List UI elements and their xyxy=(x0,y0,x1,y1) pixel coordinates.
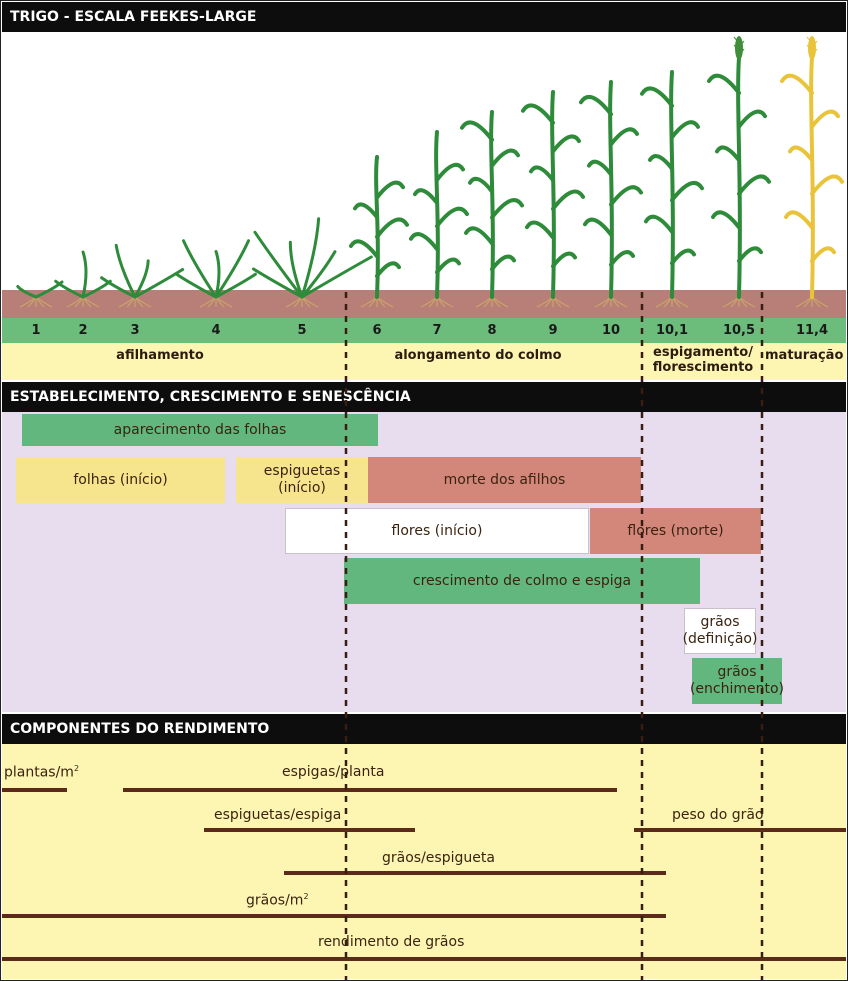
bar-leaf-appearance: aparecimento das folhas xyxy=(22,414,378,446)
wheat-plant-8 xyxy=(460,110,524,308)
label-grains-per-spikelet: grãos/espigueta xyxy=(382,850,495,866)
phase-band xyxy=(2,343,846,380)
bar-grain-definition: grãos (definição) xyxy=(682,608,758,654)
line-grains-per-m2 xyxy=(2,914,666,918)
bar-flowers-death: flores (morte) xyxy=(590,508,761,554)
wheat-plant-5 xyxy=(252,217,373,308)
label-grains-per-m2-text: grãos/m xyxy=(246,892,304,909)
stage-7: 7 xyxy=(432,323,442,338)
bar-flowers-death-label: flores (morte) xyxy=(627,522,724,539)
stage-1: 1 xyxy=(31,323,41,338)
wheat-plant-11 xyxy=(640,70,704,308)
wheat-plant-9 xyxy=(521,90,585,308)
bar-flowers-start: flores (início) xyxy=(285,508,589,554)
phase-heading: espigamento/ xyxy=(653,345,753,360)
wheat-plants xyxy=(16,36,844,308)
stage-3: 3 xyxy=(130,323,140,338)
label-grain-yield: rendimento de grãos xyxy=(318,934,465,950)
wheat-plant-2 xyxy=(54,250,112,308)
label-grain-weight: peso do grão xyxy=(672,807,764,823)
stage-2: 2 xyxy=(78,323,88,338)
line-spikes-per-plant xyxy=(123,788,617,792)
stage-9: 9 xyxy=(548,323,558,338)
label-plants-per-m2-text: plantas/m xyxy=(4,764,74,781)
wheat-plant-3 xyxy=(100,243,185,308)
bar-grain-filling: grãos (enchimento) xyxy=(689,658,785,704)
line-plants-per-m2 xyxy=(2,788,67,792)
bar-tiller-death: morte dos afilhos xyxy=(368,457,641,503)
wheat-plant-7 xyxy=(409,130,469,308)
stage-10-5: 10,5 xyxy=(722,323,756,338)
phase-tillering: afilhamento xyxy=(116,348,204,363)
plant-growth-illustration xyxy=(2,33,846,290)
stage-number-band xyxy=(2,318,846,343)
section-establishment-title: ESTABELECIMENTO, CRESCIMENTO E SENESCÊNC… xyxy=(10,389,411,405)
title-header: TRIGO - ESCALA FEEKES-LARGE xyxy=(2,2,846,32)
label-spikelets-per-spike: espiguetas/espiga xyxy=(214,807,342,823)
bar-leaves-start-label: folhas (início) xyxy=(73,471,168,488)
section-yield-header: COMPONENTES DO RENDIMENTO xyxy=(2,714,846,744)
wheat-plant-13 xyxy=(780,36,844,308)
process-timeline: aparecimento das folhas folhas (início) … xyxy=(2,412,846,712)
yield-components: plantas/m2 espigas/planta espiguetas/esp… xyxy=(2,744,846,979)
stage-10-1: 10,1 xyxy=(655,323,689,338)
label-plants-per-m2: plantas/m2 xyxy=(4,764,79,781)
label-grains-per-m2: grãos/m2 xyxy=(246,892,309,909)
bar-grain-definition-label-2: (definição) xyxy=(682,631,758,647)
stage-divider-lines xyxy=(344,292,764,981)
bar-grain-filling-label-2: (enchimento) xyxy=(689,681,785,697)
bar-stem-spike-growth-label: crescimento de colmo e espiga xyxy=(412,572,632,589)
stage-6: 6 xyxy=(372,323,382,338)
bar-leaf-appearance-label: aparecimento das folhas xyxy=(113,421,287,438)
section-yield-title: COMPONENTES DO RENDIMENTO xyxy=(10,721,270,737)
stage-10: 10 xyxy=(601,323,621,338)
label-spikes-per-plant: espigas/planta xyxy=(282,764,385,780)
stage-11-4: 11,4 xyxy=(795,323,829,338)
bar-spikelets-start-label-2: (início) xyxy=(278,480,326,496)
phase-flowering: florescimento xyxy=(652,360,754,375)
soil-band xyxy=(2,290,846,318)
stage-4: 4 xyxy=(211,323,221,338)
bar-spikelets-start-label-1: espiguetas xyxy=(263,463,341,479)
wheat-spike xyxy=(735,36,743,60)
wheat-plant-10 xyxy=(579,80,643,308)
bar-grain-definition-label-1: grãos xyxy=(700,614,740,630)
line-spikelets-per-spike xyxy=(204,828,415,832)
wheat-plant-4 xyxy=(175,239,257,308)
wheat-plant-6 xyxy=(349,155,409,308)
label-grains-per-m2-sup: 2 xyxy=(303,892,309,901)
diagram-title: TRIGO - ESCALA FEEKES-LARGE xyxy=(10,9,257,25)
label-plants-per-m2-sup: 2 xyxy=(73,764,80,773)
line-grain-yield xyxy=(2,957,846,961)
wheat-plant-12 xyxy=(707,36,771,308)
section-establishment-header: ESTABELECIMENTO, CRESCIMENTO E SENESCÊNC… xyxy=(2,382,846,412)
phase-maturity: maturação xyxy=(765,348,844,363)
wheat-plant-1 xyxy=(16,280,64,308)
phase-stem-elongation: alongamento do colmo xyxy=(394,348,562,363)
bar-grain-filling-label-1: grãos xyxy=(717,664,757,680)
line-grains-per-spikelet xyxy=(284,871,666,875)
wheat-spike xyxy=(808,36,816,60)
bar-flowers-start-label: flores (início) xyxy=(391,522,483,539)
bar-leaves-start: folhas (início) xyxy=(16,457,225,503)
stage-5: 5 xyxy=(297,323,307,338)
bar-stem-spike-growth: crescimento de colmo e espiga xyxy=(344,558,700,604)
stage-8: 8 xyxy=(487,323,497,338)
line-grain-weight xyxy=(634,828,846,832)
bar-tiller-death-label: morte dos afilhos xyxy=(443,471,566,488)
